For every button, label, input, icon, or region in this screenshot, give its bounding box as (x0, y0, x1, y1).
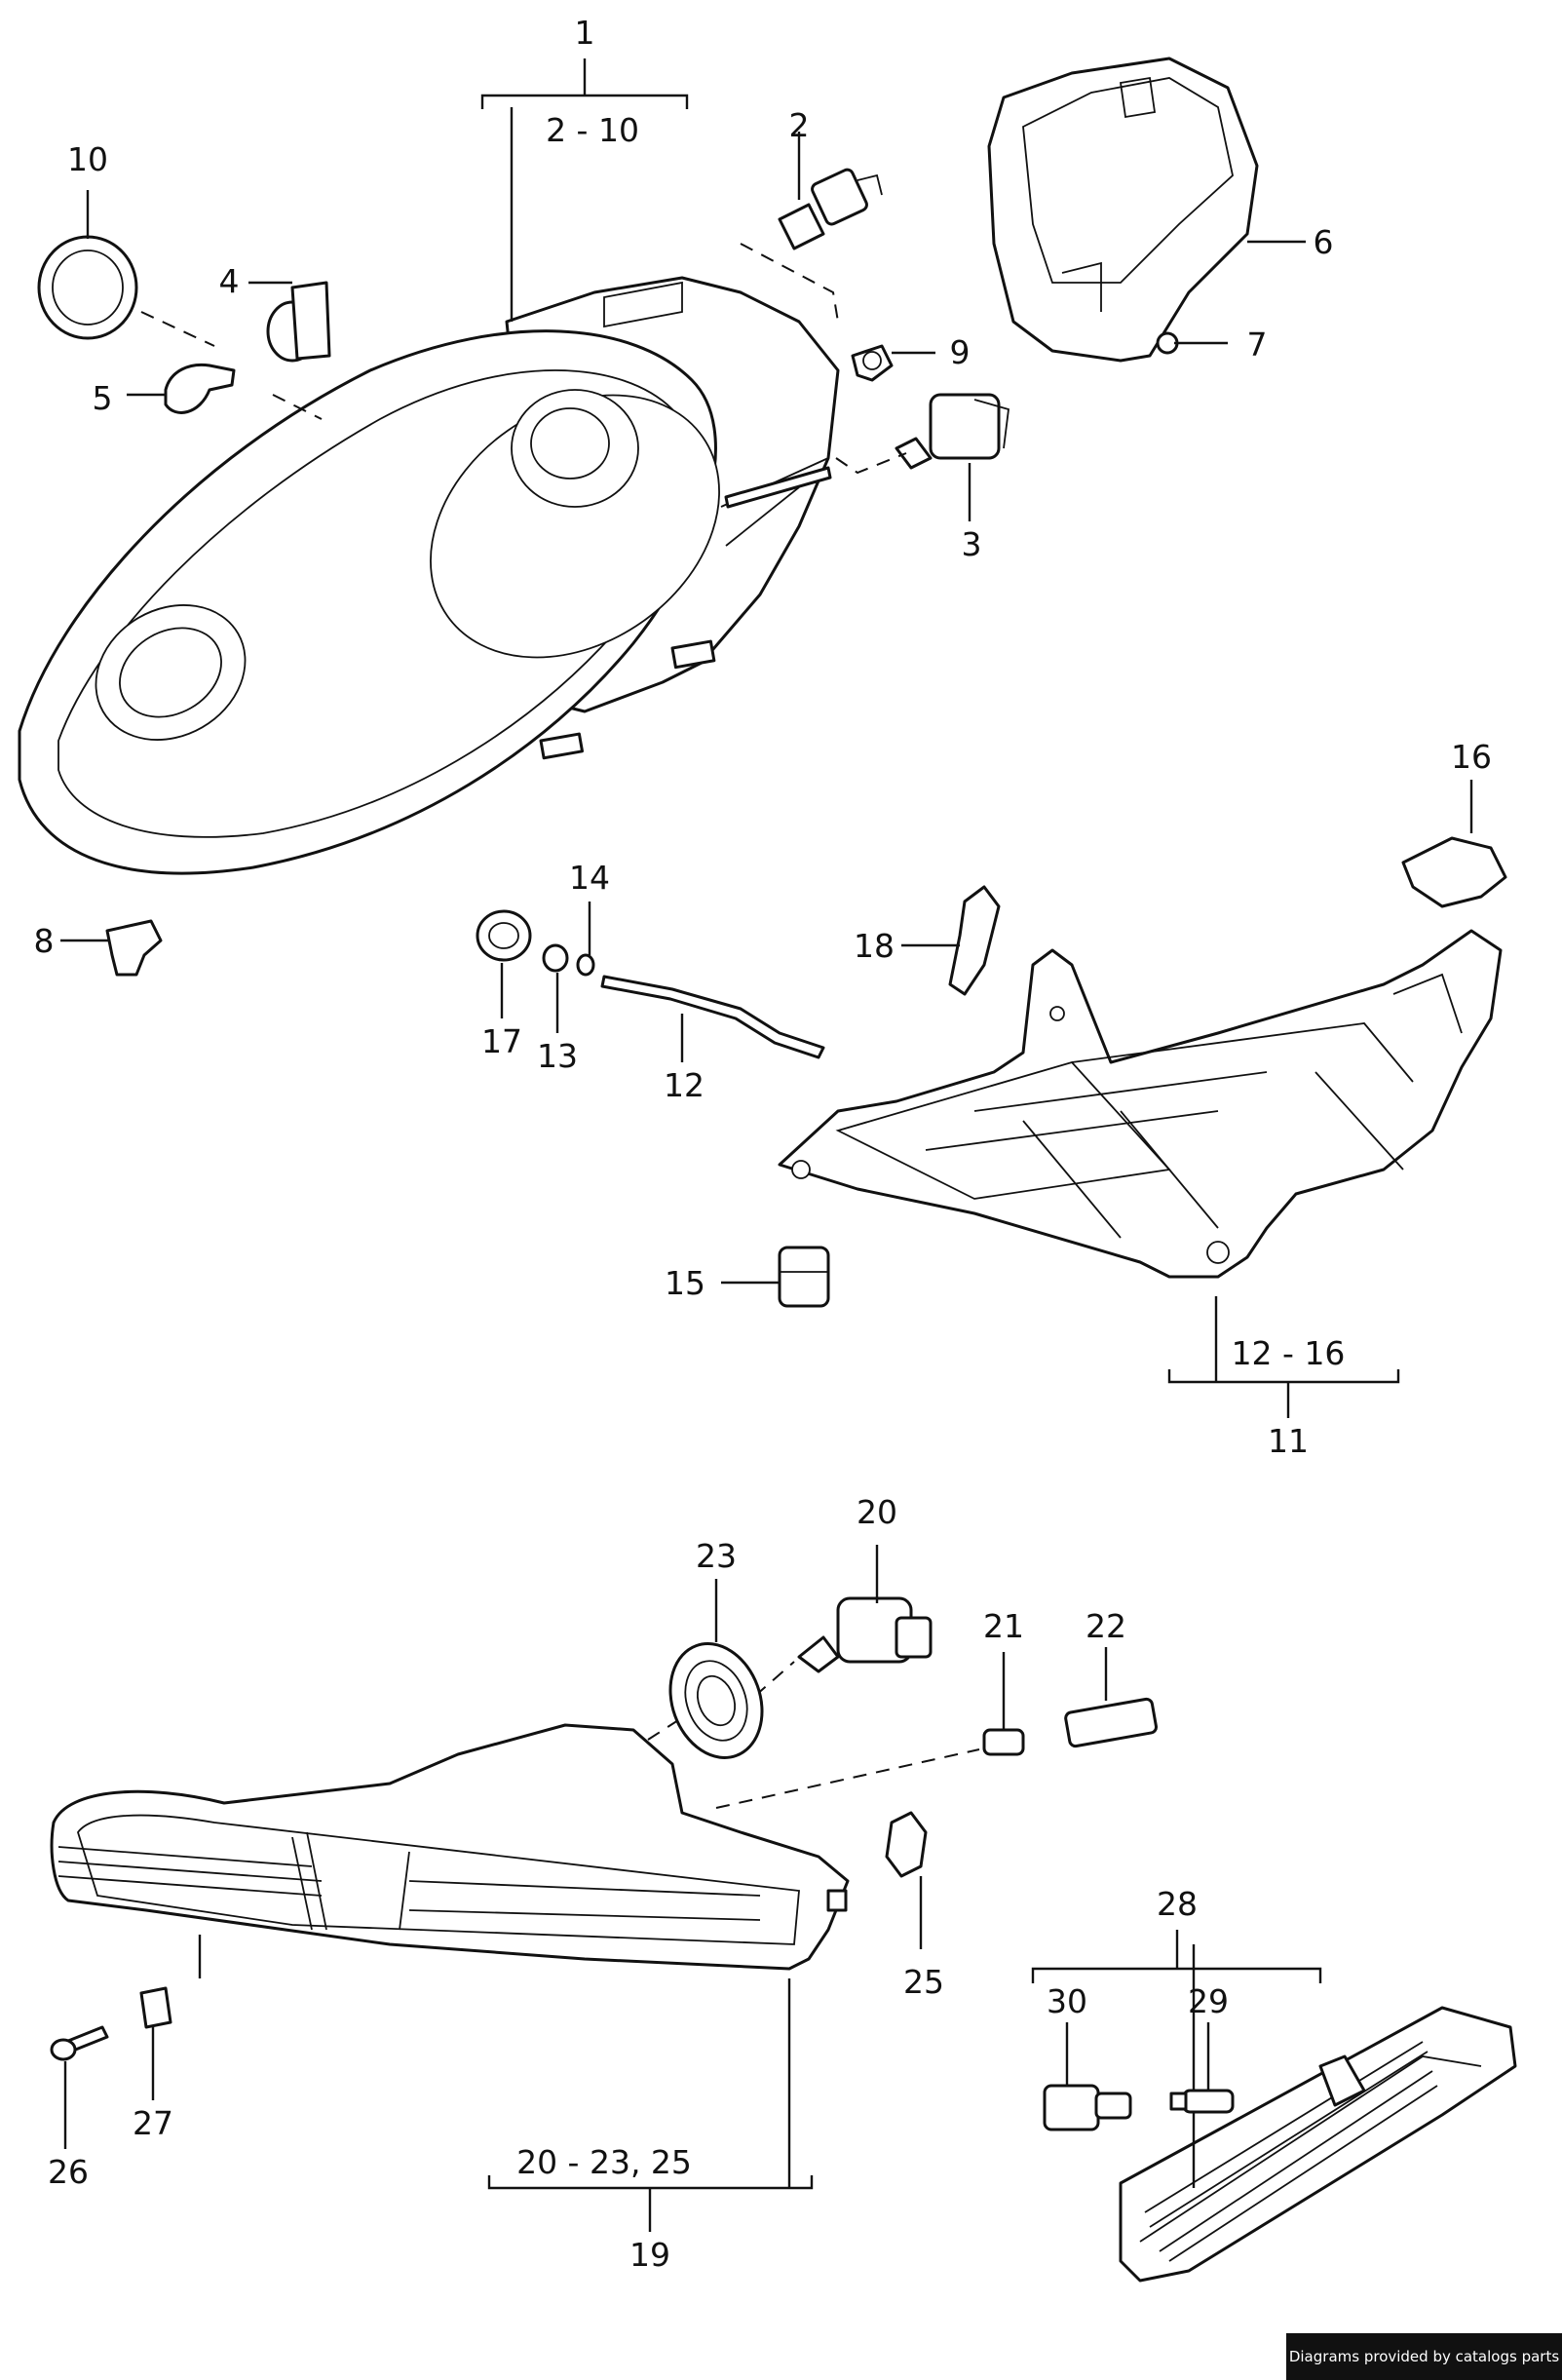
headlight-housing (18, 276, 840, 875)
bulb-h7-part-2 (778, 168, 883, 250)
screw-part-7 (1156, 331, 1194, 355)
side-marker-lamp (1119, 2006, 1517, 2283)
label-12-16: 12 - 16 (1232, 1334, 1346, 1372)
bushing-part-15 (778, 1246, 830, 1308)
label-18: 18 (854, 927, 895, 965)
bulb-part-29 (1169, 2089, 1235, 2114)
bulb-part-3 (895, 393, 1010, 470)
bulb-part-5 (164, 363, 236, 414)
clip-part-9 (851, 344, 894, 382)
label-4: 4 (219, 262, 240, 300)
rod-part-12 (600, 975, 825, 1059)
cap-part-10 (37, 235, 138, 340)
label-19: 19 (629, 2236, 670, 2274)
credit-banner: Diagrams provided by catalogs parts (1286, 2333, 1562, 2380)
gasket-part-23 (668, 1642, 764, 1759)
part-8 (105, 919, 163, 977)
label-2-10: 2 - 10 (546, 111, 639, 149)
socket-part-30 (1043, 2084, 1132, 2131)
label-8: 8 (34, 922, 55, 960)
label-11: 11 (1268, 1422, 1309, 1460)
bulb-part-21 (982, 1728, 1025, 1756)
label-15: 15 (665, 1264, 705, 1302)
label-26: 26 (48, 2153, 89, 2191)
screw-part-26 (50, 2025, 109, 2061)
label-10: 10 (67, 140, 108, 178)
nut-part-13 (542, 943, 569, 973)
label-20: 20 (857, 1493, 897, 1531)
washer-part-14 (576, 953, 595, 977)
cover-part-6 (987, 57, 1259, 363)
turn-signal-lamp (50, 1723, 850, 1971)
clip-part-25 (885, 1811, 928, 1878)
clip-part-18 (948, 885, 1001, 996)
label-7: 7 (1247, 326, 1268, 364)
label-14: 14 (569, 859, 610, 897)
label-29: 29 (1188, 1982, 1229, 2020)
label-17: 17 (481, 1022, 522, 1060)
grommet-part-17 (476, 909, 532, 962)
mounting-bracket (778, 929, 1503, 1279)
clip-part-16 (1401, 836, 1507, 908)
socket-part-22 (1064, 1697, 1158, 1748)
label-30: 30 (1047, 1982, 1087, 2020)
label-3: 3 (962, 525, 982, 563)
label-23: 23 (696, 1537, 737, 1575)
label-13: 13 (537, 1037, 578, 1075)
label-20-23-25: 20 - 23, 25 (516, 2143, 692, 2181)
bulb-part-20 (797, 1596, 933, 1673)
socket-part-4 (266, 281, 331, 363)
label-25: 25 (903, 1963, 944, 2001)
label-5: 5 (93, 379, 113, 417)
label-22: 22 (1086, 1607, 1126, 1645)
label-27: 27 (133, 2104, 173, 2142)
label-1: 1 (575, 14, 595, 52)
clip-part-27 (139, 1986, 172, 2029)
label-12: 12 (664, 1066, 705, 1104)
label-28: 28 (1157, 1885, 1198, 1923)
label-6: 6 (1314, 223, 1334, 261)
label-9: 9 (950, 333, 971, 371)
label-16: 16 (1451, 738, 1492, 776)
label-21: 21 (983, 1607, 1024, 1645)
label-2: 2 (789, 106, 810, 144)
